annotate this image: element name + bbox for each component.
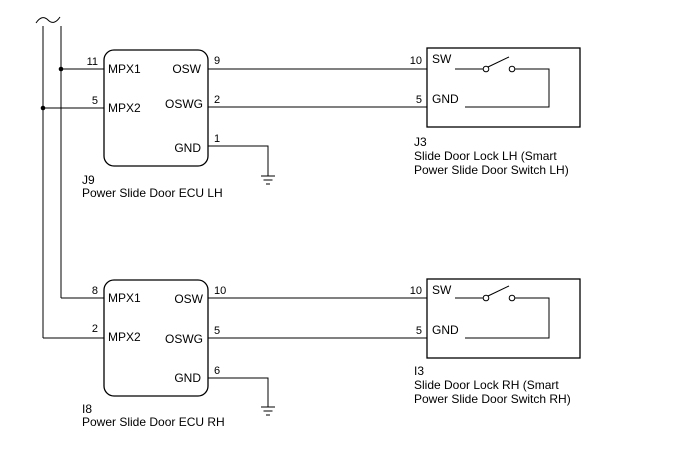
switch-lh-name-line1: Slide Door Lock LH (Smart xyxy=(414,149,557,163)
ecu-rh-connector: I8 xyxy=(82,402,92,416)
switch-rh-sw-pin: 10 xyxy=(410,285,422,297)
ecu-rh-name: Power Slide Door ECU RH xyxy=(82,415,225,429)
ecu-lh-gnd-label: GND xyxy=(174,141,201,155)
switch-rh-sw-label: SW xyxy=(432,283,452,297)
switch-rh-gnd-label: GND xyxy=(432,323,459,337)
bus-break-symbol xyxy=(35,16,61,24)
switch-rh-connector: I3 xyxy=(414,364,424,378)
ecu-lh-osw-pin: 9 xyxy=(214,55,220,67)
switch-rh-name-line2: Power Slide Door Switch RH) xyxy=(414,392,571,406)
ecu-lh-name: Power Slide Door ECU LH xyxy=(82,186,223,200)
ecu-lh-mpx1-pin: 11 xyxy=(87,56,98,68)
switch-lh-sw-label: SW xyxy=(432,52,452,66)
ecu-rh-gnd-pin: 6 xyxy=(214,365,220,377)
lh-ground-symbol xyxy=(261,175,275,185)
ecu-rh-oswg-pin: 5 xyxy=(214,325,220,337)
lh-gnd-wire xyxy=(208,145,269,176)
lh-mpx1-junction xyxy=(58,66,64,72)
ecu-rh-mpx1-pin: 8 xyxy=(92,285,98,297)
switch-rh-box xyxy=(426,278,581,359)
lh-mpx2-junction xyxy=(40,105,46,111)
ecu-lh-connector: J9 xyxy=(82,173,95,187)
ecu-rh-mpx2-label: MPX2 xyxy=(108,330,141,344)
switch-lh-sw-pin: 10 xyxy=(410,55,422,67)
ecu-lh-mpx1-label: MPX1 xyxy=(108,62,141,76)
ecu-rh-osw-label: OSW xyxy=(174,292,203,306)
switch-lh-connector: J3 xyxy=(414,135,427,149)
ecu-lh-osw-label: OSW xyxy=(172,62,201,76)
switch-lh-box xyxy=(426,47,581,128)
ecu-rh-mpx1-label: MPX1 xyxy=(108,291,141,305)
switch-lh-contact xyxy=(455,56,550,108)
ecu-lh-mpx2-label: MPX2 xyxy=(108,101,141,115)
switch-lh-gnd-pin: 5 xyxy=(416,94,422,106)
ecu-rh-oswg-label: OSWG xyxy=(165,332,203,346)
ecu-lh-oswg-label: OSWG xyxy=(165,97,203,111)
ecu-rh-mpx2-pin: 2 xyxy=(92,323,98,335)
switch-rh-contact xyxy=(455,285,550,339)
ecu-rh-osw-pin: 10 xyxy=(214,285,226,297)
switch-rh-name-line1: Slide Door Lock RH (Smart xyxy=(414,378,559,392)
switch-lh-name-line2: Power Slide Door Switch LH) xyxy=(414,163,569,177)
rh-ground-symbol xyxy=(261,406,275,416)
switch-rh-gnd-pin: 5 xyxy=(416,325,422,337)
switch-lh-gnd-label: GND xyxy=(432,92,459,106)
ecu-lh-mpx2-pin: 5 xyxy=(92,95,98,107)
ecu-lh-oswg-pin: 2 xyxy=(214,94,220,106)
ecu-lh-gnd-pin: 1 xyxy=(214,133,220,145)
rh-gnd-wire xyxy=(208,377,269,407)
ecu-lh-box xyxy=(103,49,209,167)
ecu-rh-gnd-label: GND xyxy=(174,371,201,385)
